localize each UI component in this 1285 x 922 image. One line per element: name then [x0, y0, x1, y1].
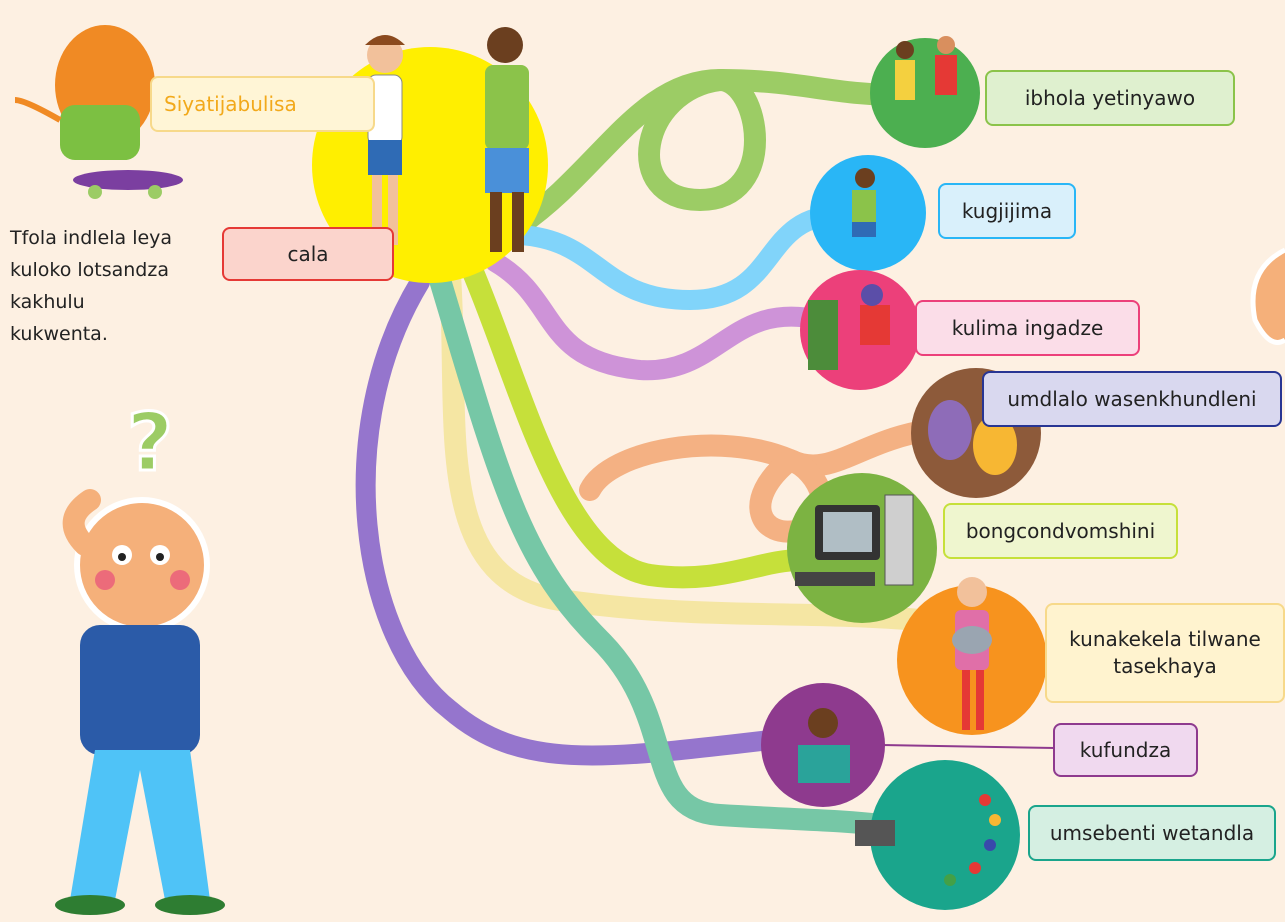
path-to-reading[interactable]	[355, 272, 780, 766]
runner	[852, 168, 876, 237]
instruction-line: kakhulu	[10, 291, 85, 313]
activity-label-gardening[interactable]: kulima ingadze	[915, 300, 1140, 356]
activity-label-running[interactable]: kugjijima	[938, 183, 1076, 239]
instruction-text: Tfola indlela leya kuloko lotsandza kakh…	[10, 222, 220, 350]
activity-label-football[interactable]: ibhola yetinyawo	[985, 70, 1235, 126]
activity-circle-football[interactable]	[870, 38, 980, 148]
football-players	[895, 36, 957, 100]
activity-label-pets-line-2: tasekhaya	[1113, 654, 1217, 678]
question-mark: ?	[127, 396, 173, 489]
crafts-hands	[855, 794, 1001, 886]
computer	[795, 494, 914, 586]
instruction-line: kuloko lotsandza	[10, 259, 169, 281]
lion-character	[14, 25, 183, 199]
activity-label-reading[interactable]: kufundza	[1053, 723, 1198, 777]
speech-bubble: Siyatijabulisa	[150, 76, 375, 132]
instruction-line: Tfola indlela leya	[10, 227, 173, 249]
path-to-computers[interactable]	[459, 254, 811, 589]
path-to-gardening[interactable]	[485, 252, 830, 381]
reading-connector	[879, 744, 1056, 749]
drama-masks	[928, 400, 1017, 475]
activity-label-pets-line-1: kunakekela tilwane	[1069, 627, 1261, 651]
path-loop-football	[638, 69, 766, 212]
activity-label-computers[interactable]: bongcondvomshini	[943, 503, 1178, 559]
path-to-running[interactable]	[510, 205, 850, 311]
gardener	[808, 284, 890, 370]
activity-label-pets[interactable]: kunakekela tilwane tasekhaya	[1045, 603, 1285, 703]
activity-label-crafts[interactable]: umsebenti wetandla	[1028, 805, 1276, 861]
partial-character	[1250, 247, 1285, 345]
reader	[798, 708, 850, 783]
path-to-crafts[interactable]	[429, 269, 891, 836]
confused-boy	[55, 489, 225, 915]
activity-label-drama[interactable]: umdlalo wasenkhundleni	[982, 371, 1282, 427]
boy-figure	[485, 27, 529, 252]
girl-with-pet	[952, 577, 992, 730]
instruction-line: kukwenta.	[10, 323, 108, 345]
start-label[interactable]: cala	[222, 227, 394, 281]
